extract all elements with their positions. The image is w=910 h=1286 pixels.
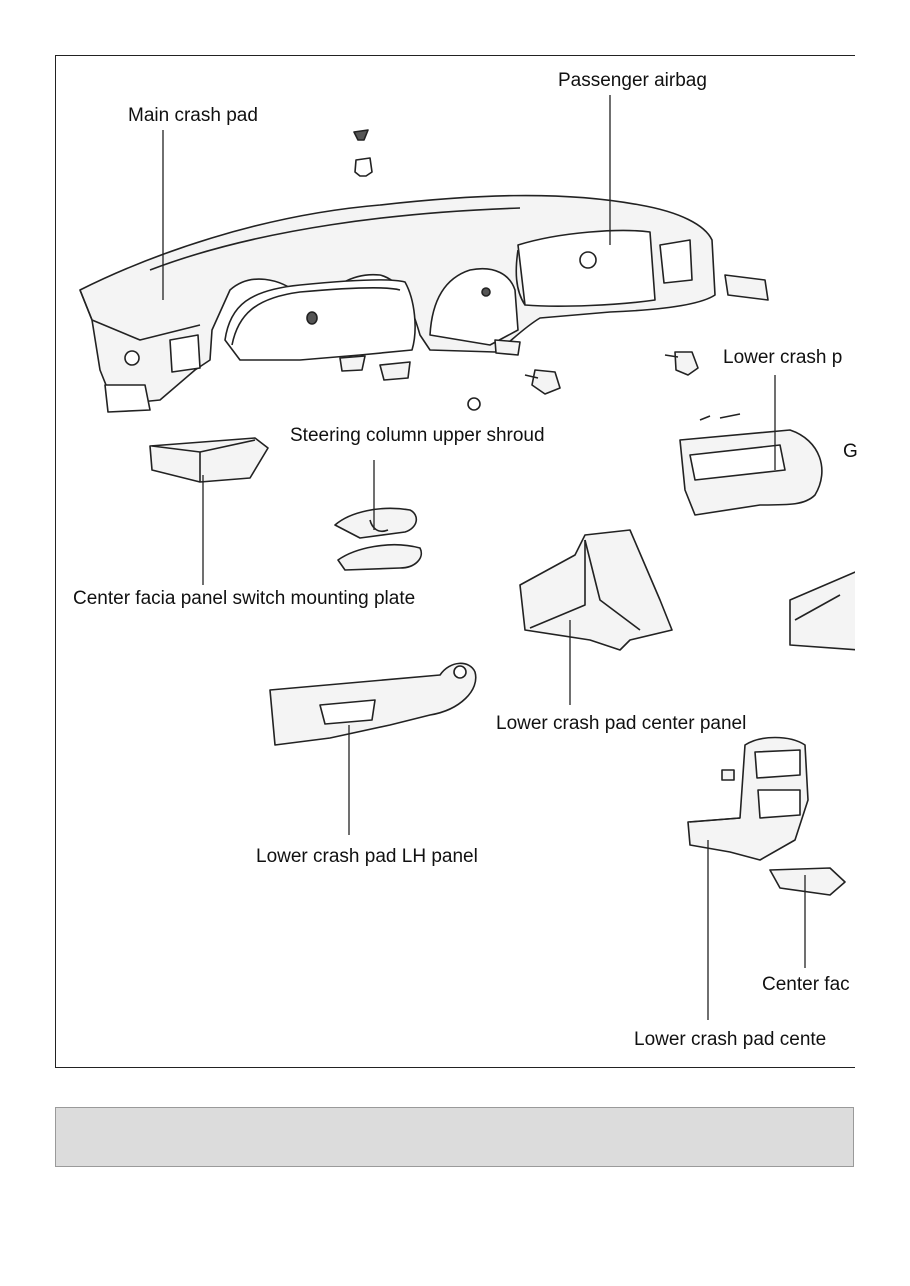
center-facia-panel-part — [687, 736, 846, 896]
lower-crash-pad-lh-panel-part — [269, 662, 477, 746]
label-main-crash-pad: Main crash pad — [128, 105, 258, 126]
steering-shroud-part — [334, 507, 422, 571]
clip-fastener — [467, 397, 481, 411]
lower-crash-pad-center-panel-part — [519, 529, 673, 651]
label-clip: Center fac — [760, 973, 855, 999]
exploded-diagram — [79, 95, 855, 1020]
top-rule — [55, 55, 855, 56]
label-lower-crash-pad-center: Lower crash pad cente — [634, 1029, 827, 1050]
label-passenger-airbag: Passenger airbag — [558, 70, 707, 91]
bottom-rule — [55, 1067, 855, 1068]
label-center-facia: Center fac — [762, 974, 850, 995]
leader-lines — [162, 95, 806, 1020]
knee-bolster-part — [789, 571, 855, 651]
bolt-part — [524, 369, 561, 395]
clip-fastener — [721, 769, 735, 781]
main-crash-pad-part — [79, 194, 716, 413]
center-facia-switch-plate-part — [149, 437, 269, 483]
label-lower-crash-pad-lh-panel: Lower crash pad LH panel — [256, 846, 478, 867]
label-clip: Lower crash p — [720, 346, 855, 372]
label-lower-crash-pad-center-panel: Lower crash pad center panel — [496, 713, 747, 734]
label-glove-box: G — [843, 441, 858, 462]
bracket-part — [724, 274, 769, 301]
clip-fastener — [354, 157, 373, 177]
label-steering-column-upper-shroud: Steering column upper shroud — [290, 425, 545, 446]
bolt-part — [664, 351, 699, 376]
center-facia-lower-part — [769, 867, 846, 896]
clip-fastener-top — [353, 129, 369, 141]
left-rule — [55, 55, 56, 1067]
caption-box — [55, 1107, 854, 1167]
label-lower-crash-pad-right: Lower crash p — [723, 347, 843, 368]
label-center-facia-switch-plate: Center facia panel switch mounting plate — [73, 588, 416, 609]
label-clip: Lower crash pad cente — [632, 1028, 855, 1054]
glove-box-part — [679, 413, 823, 516]
